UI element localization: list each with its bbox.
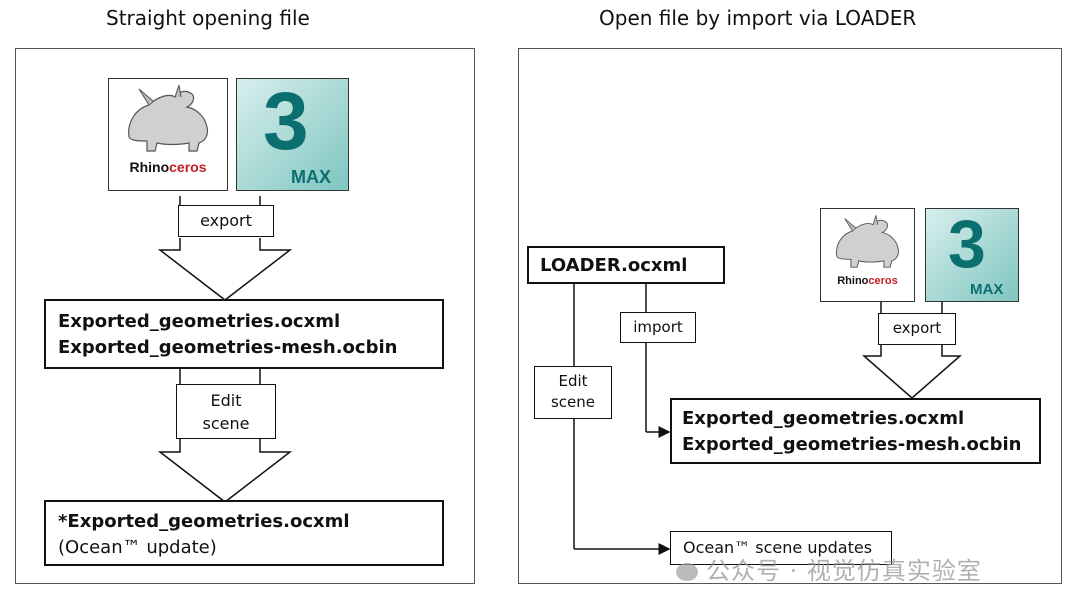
exported-files-box-right: Exported_geometries.ocxml Exported_geome… — [670, 398, 1041, 464]
loader-box: LOADER.ocxml — [527, 246, 725, 284]
export-arrow-left — [157, 238, 293, 301]
rhino-icon — [128, 84, 209, 152]
ocean-update-left: (Ocean™ update) — [58, 537, 217, 558]
watermark: 公众号 · 视觉仿真实验室 — [676, 551, 982, 586]
max-number: 3 — [263, 78, 309, 167]
result-box-left: *Exported_geometries.ocxml (Ocean™ updat… — [44, 500, 444, 566]
exported-ocxml-right: Exported_geometries.ocxml — [682, 408, 965, 429]
right-panel — [518, 48, 1062, 584]
rhino-logo: Rhinoceros — [108, 78, 228, 191]
exported-ocxml-left: Exported_geometries.ocxml — [58, 311, 341, 332]
max-number-small: 3 — [948, 208, 986, 282]
rhino-logo-small: Rhinoceros — [820, 208, 915, 302]
exported-ocbin-left: Exported_geometries-mesh.ocbin — [58, 337, 398, 358]
max-logo: 3 MAX — [236, 78, 349, 191]
edit-scene-label-right: Edit scene — [534, 366, 612, 419]
export-arrow-right — [862, 344, 962, 399]
loader-filename: LOADER.ocxml — [540, 255, 688, 276]
updated-ocxml-left: *Exported_geometries.ocxml — [58, 511, 350, 532]
rhino-wordmark-small: Rhinoceros — [837, 275, 898, 287]
right-panel-title: Open file by import via LOADER — [599, 6, 917, 30]
edit-arrow-left — [157, 438, 293, 503]
ocean-updates-text: Ocean™ scene updates — [683, 538, 873, 557]
import-label: import — [620, 312, 696, 343]
ocean-updates-box: Ocean™ scene updates — [670, 531, 892, 565]
rhino-wordmark: Rhinoceros — [129, 159, 207, 175]
rhino-icon-small — [836, 215, 899, 268]
left-panel-title: Straight opening file — [106, 6, 310, 30]
left-panel — [15, 48, 475, 584]
exported-ocbin-right: Exported_geometries-mesh.ocbin — [682, 434, 1022, 455]
wechat-icon — [676, 563, 698, 581]
max-logo-small: 3 MAX — [925, 208, 1019, 302]
edit-scene-label-left: Edit scene — [176, 384, 276, 439]
export-label-right: export — [878, 313, 956, 345]
exported-files-box-left: Exported_geometries.ocxml Exported_geome… — [44, 299, 444, 369]
export-label-left: export — [178, 205, 274, 237]
max-wordmark: MAX — [291, 167, 331, 187]
max-wordmark-small: MAX — [970, 281, 1004, 298]
